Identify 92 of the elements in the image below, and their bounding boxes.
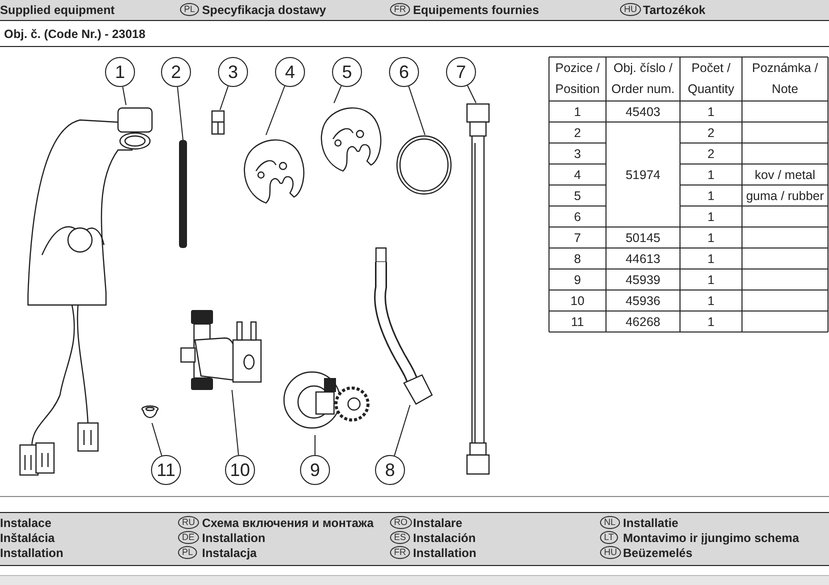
product-code: Obj. č. (Code Nr.) - 23018 (4, 27, 146, 41)
table-cell-text: 1 (708, 272, 714, 288)
rod (178, 140, 188, 248)
table-cell-text: 1 (574, 104, 581, 120)
section-heading: Beüzemelés (623, 546, 692, 560)
table-cell-text: 2 (708, 146, 714, 162)
leader-line (408, 86, 426, 136)
callout-number: 10 (225, 455, 255, 485)
column-header: Poznámka / Note (750, 60, 819, 98)
leader-line (266, 86, 286, 136)
language-code: FR (390, 546, 410, 559)
language-code: PL (180, 3, 200, 16)
column-header: Počet / Quantity (686, 60, 736, 98)
table-cell-text: 7 (574, 230, 581, 246)
section-heading: Equipements fournies (413, 3, 540, 17)
connector-drawing (211, 110, 225, 135)
language-code: PL (178, 546, 198, 559)
section-heading: Instalacja (202, 546, 257, 560)
leader-line (177, 86, 184, 140)
seal-ring-drawing (396, 135, 452, 195)
leader-line (220, 86, 229, 110)
section-heading: Instalare (413, 516, 462, 530)
callout-number: 4 (275, 57, 305, 87)
column-header: Obj. číslo / Order num. (610, 60, 676, 98)
table-cell-text: 3 (574, 146, 581, 162)
leader-line (394, 404, 410, 456)
section-heading: Installation (202, 531, 266, 545)
callout-number: 1 (105, 57, 135, 87)
table-cell-text: guma / rubber (746, 188, 824, 205)
table-cell-text: 51974 (626, 166, 660, 184)
language-code: HU (620, 3, 641, 16)
language-code: LT (600, 531, 618, 544)
table-cell-text: 46268 (626, 314, 660, 330)
table-cell-text: 1 (708, 166, 714, 184)
faucet-drawing (20, 105, 152, 477)
table-cell-text: 9 (574, 272, 581, 288)
section-heading: Схема включения и монтажа (202, 516, 374, 530)
callout-number: 11 (151, 455, 181, 485)
column-header: Pozice / Position (554, 60, 601, 98)
table-cell-text: 2 (708, 124, 714, 142)
solenoid-valve-drawing (181, 310, 263, 390)
table-cell-text: 45403 (626, 104, 660, 120)
language-code: NL (600, 516, 620, 529)
table-cell-text: 6 (574, 208, 581, 226)
leader-line (467, 85, 476, 104)
table-cell-text: 45936 (626, 292, 660, 310)
table-cell-text: 1 (708, 208, 714, 226)
leader-line (314, 434, 316, 456)
flexible-hose-drawing (466, 103, 490, 475)
callout-number: 6 (389, 57, 419, 87)
callout-number: 2 (161, 57, 191, 87)
table-cell-text: 5 (574, 188, 581, 204)
leader-line (122, 86, 126, 106)
language-code: DE (178, 531, 199, 544)
section-heading: Montavimo ir įjungimo schema (623, 531, 800, 545)
table-cell-text: 1 (708, 230, 714, 246)
table-cell-text: 44613 (626, 250, 660, 268)
table-cell-text: 45939 (626, 272, 660, 288)
language-code: ES (390, 531, 410, 544)
leader-line (232, 390, 239, 456)
leader-line (152, 422, 162, 456)
section-heading: Instalación (413, 531, 476, 545)
table-cell-text: 1 (708, 314, 714, 330)
language-code: RU (178, 516, 199, 529)
callout-number: 5 (332, 57, 362, 87)
section-heading: Inštalácia (0, 531, 55, 545)
callout-number: 7 (446, 57, 476, 87)
table-cell-text: 11 (571, 314, 584, 330)
section-heading: Supplied equipment (0, 3, 115, 17)
leader-line (334, 85, 342, 104)
table-cell-text: 1 (708, 104, 714, 120)
section-heading: Installation (0, 546, 64, 560)
language-code: HU (600, 546, 621, 559)
table-cell-text: 10 (570, 292, 584, 310)
table-cell-text: 50145 (626, 230, 660, 246)
callout-number: 3 (218, 57, 248, 87)
table-cell-text: 2 (574, 124, 581, 142)
table-cell-text: 1 (708, 188, 714, 204)
language-code: RO (390, 516, 412, 529)
table-cell-text: 1 (708, 292, 714, 310)
section-heading: Tartozékok (643, 3, 706, 17)
callout-number: 9 (300, 455, 330, 485)
section-heading: Specyfikacja dostawy (202, 3, 326, 17)
table-cell-text: 1 (708, 250, 714, 268)
table-cell-text: 4 (574, 166, 581, 184)
section-heading: Installatie (623, 516, 678, 530)
language-code: FR (390, 3, 410, 16)
section-heading: Installation (413, 546, 476, 560)
callout-number: 8 (375, 455, 405, 485)
table-cell-text: kov / metal (754, 166, 816, 184)
section-heading: Instalace (0, 516, 52, 530)
table-cell-text: 8 (574, 250, 581, 268)
